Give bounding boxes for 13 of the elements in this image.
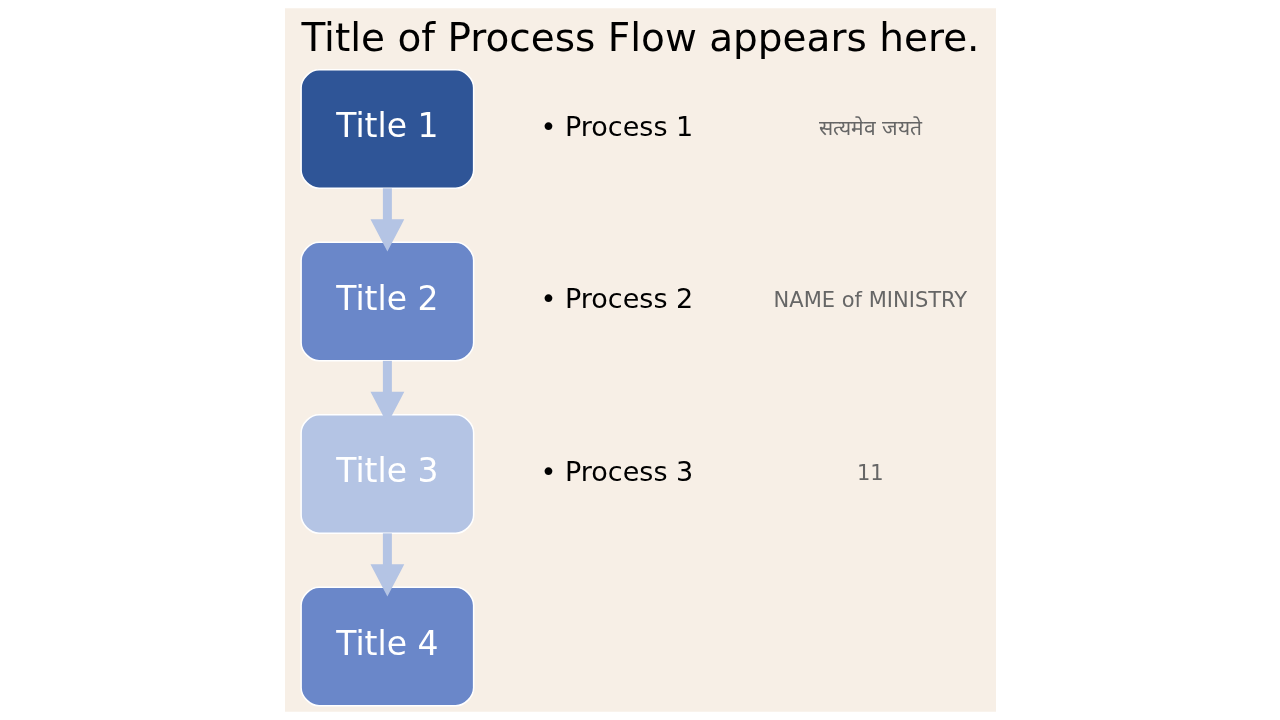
node-box: Title 4 <box>299 586 474 707</box>
label: 11 <box>856 460 884 485</box>
node-label: • Process 1 <box>540 110 693 142</box>
node-box: Title 2 <box>299 241 474 362</box>
node-label: • Process 3 <box>540 455 693 487</box>
diagram-title: Title of Process Flow appears here. <box>300 15 980 61</box>
node-box: Title 1 <box>299 69 474 189</box>
label: सत्यमेव जयते <box>818 115 922 140</box>
node-label: • Process 2 <box>540 283 693 315</box>
arrow <box>370 533 404 597</box>
node-box: Title 3 <box>299 414 474 534</box>
label: NAME of MINISTRY <box>773 288 967 313</box>
arrow <box>370 188 404 252</box>
